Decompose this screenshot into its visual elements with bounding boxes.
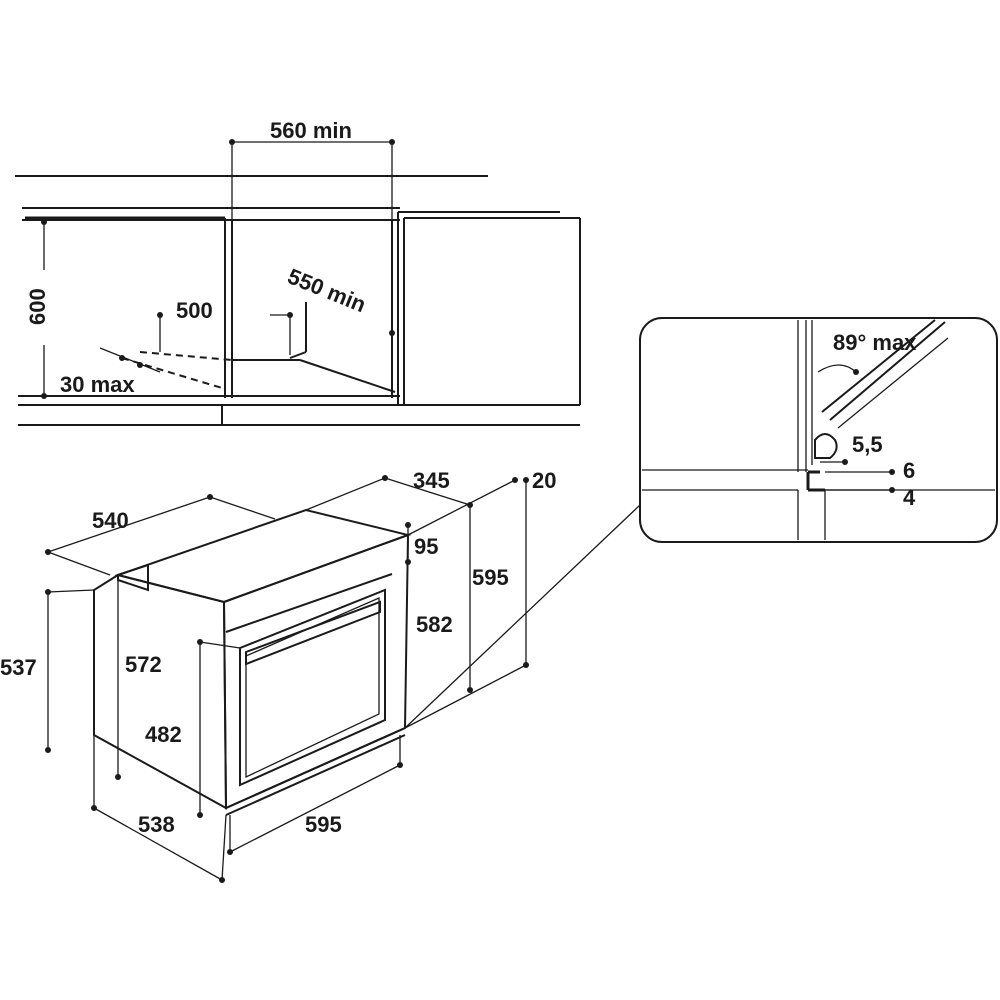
- detail-leader-line: [404, 504, 641, 729]
- dim-538: 538: [91, 735, 227, 883]
- dot-500: [157, 312, 163, 318]
- label-600: 600: [25, 288, 50, 325]
- dim-572: 572: [115, 580, 162, 780]
- cabinet-drawing: [15, 175, 581, 426]
- dot-30-max-b: [137, 362, 143, 368]
- dim-560-min: 560 min: [229, 118, 395, 222]
- label-95: 95: [414, 534, 438, 559]
- dot-550-b: [287, 312, 293, 318]
- label-538: 538: [138, 812, 175, 837]
- dot-550: [389, 330, 395, 336]
- label-537: 537: [0, 655, 37, 680]
- dim-345: 345: [305, 468, 516, 536]
- label-5-5: 5,5: [852, 432, 883, 457]
- label-482: 482: [145, 722, 182, 747]
- label-572: 572: [125, 652, 162, 677]
- dim-595-vertical: 595: [404, 480, 529, 729]
- label-582: 582: [416, 612, 453, 637]
- dim-582: 582: [416, 505, 473, 693]
- label-6: 6: [903, 458, 915, 483]
- label-595-horizontal: 595: [305, 812, 342, 837]
- label-540: 540: [92, 508, 129, 533]
- dim-482: 482: [145, 639, 241, 818]
- dim-600: 600: [25, 219, 50, 399]
- label-595-vertical: 595: [472, 565, 509, 590]
- label-500: 500: [176, 298, 213, 323]
- label-550-min: 550 min: [284, 263, 369, 317]
- label-560-min: 560 min: [270, 118, 352, 143]
- detail-callout: 89° max 5,5 6 4: [639, 317, 998, 543]
- label-4: 4: [903, 485, 916, 510]
- dim-20: 20: [512, 468, 556, 493]
- dim-537: 537: [0, 589, 95, 753]
- dot-30-max-a: [119, 355, 125, 361]
- dim-595-horizontal: 595: [227, 735, 403, 855]
- label-20: 20: [532, 468, 556, 493]
- dim-95: 95: [405, 522, 438, 565]
- dim-540: 540: [45, 494, 276, 576]
- label-89-max: 89° max: [833, 330, 917, 355]
- label-345: 345: [413, 468, 450, 493]
- label-30-max: 30 max: [60, 372, 135, 397]
